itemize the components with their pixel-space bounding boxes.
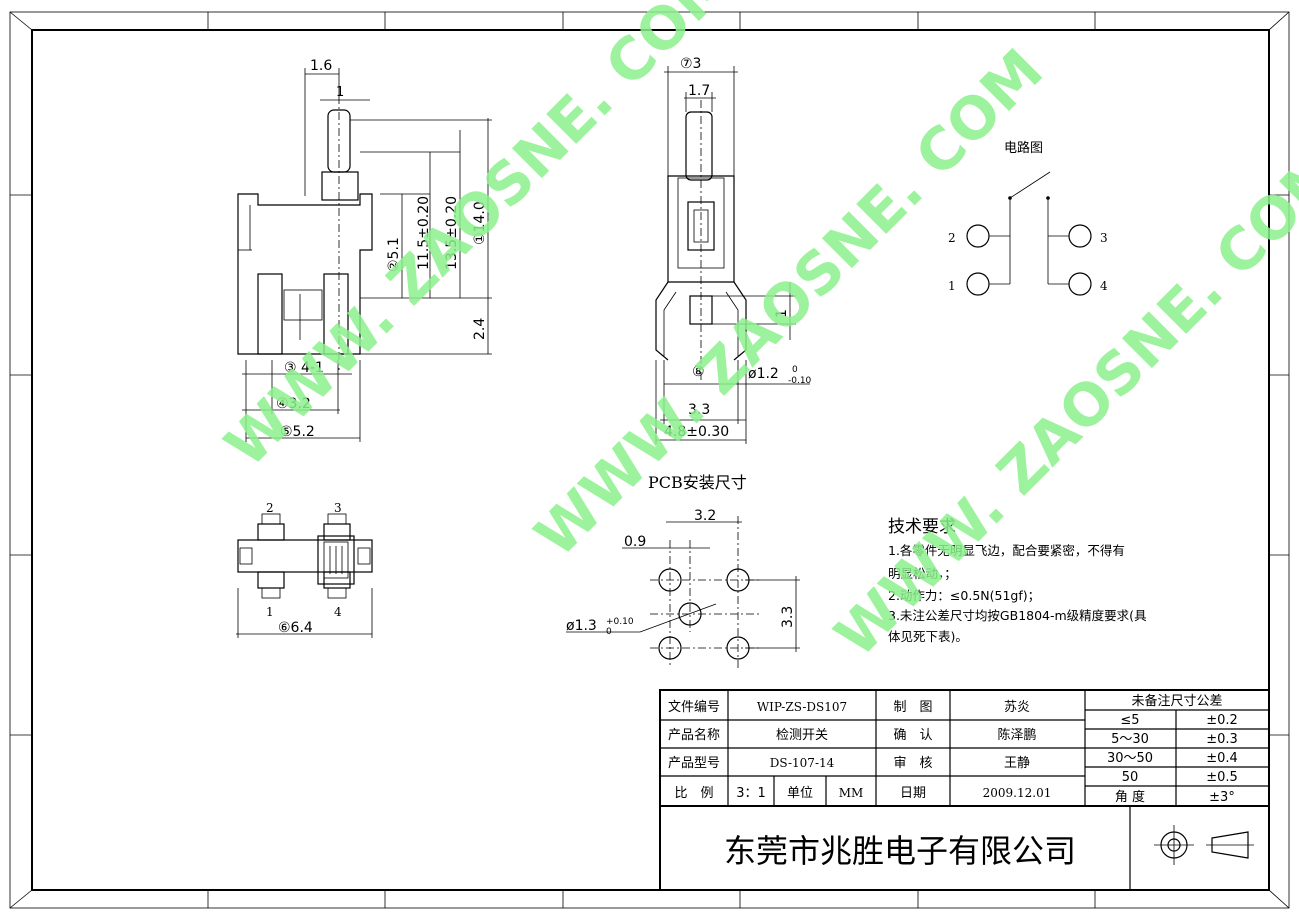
tol-range: 30～50 [1107, 751, 1153, 766]
tb-scale-value: 3：1 [736, 786, 766, 801]
circuit-diagram [966, 171, 1092, 296]
requirement-line: 体见死下表)。 [888, 629, 968, 644]
inner-frame [31, 29, 1270, 891]
tb-date-value: 2009.12.01 [983, 786, 1052, 800]
pcb-title: PCB安装尺寸 [648, 473, 747, 492]
dim-3-2: ④3.2 [276, 396, 311, 412]
dim-4-8: 4.8±0.30 [664, 424, 729, 440]
bottom-view [236, 513, 373, 638]
pcb-hole-lower: 0 [606, 627, 612, 637]
tb-drawn-label: 制 图 [893, 700, 932, 715]
tb-unit-value: MM [839, 786, 864, 800]
circuit-node-4: 4 [1100, 279, 1108, 293]
pcb-dim-3-3: 3.3 [780, 606, 796, 628]
dim-1-6: 1.6 [310, 58, 332, 74]
requirement-line: 明显松动，； [888, 566, 957, 581]
dim-14-0: ①14.0 [472, 201, 488, 245]
tb-review-value: 王静 [1004, 756, 1030, 771]
pcb-dim-0-9: 0.9 [624, 534, 646, 550]
projection-symbol-icon [1154, 825, 1254, 865]
tol-range: 50 [1122, 770, 1139, 785]
company-name: 东莞市兆胜电子有限公司 [724, 832, 1076, 870]
circuit-title: 电路图 [1004, 140, 1043, 156]
tb-confirm-label: 确 认 [893, 728, 932, 743]
outer-frame [9, 11, 1290, 909]
tolerance-title: 未备注尺寸公差 [1131, 693, 1222, 709]
requirement-line: 1.各零件无明显飞边，配合要紧密，不得有 [888, 543, 1125, 558]
tol-range: 5～30 [1111, 732, 1149, 747]
pin-label-1: 1 [266, 605, 274, 619]
tb-model-value: DS-107-14 [770, 756, 835, 770]
dim-5-2: ⑤5.2 [280, 424, 315, 440]
requirements-title: 技术要求 [888, 517, 956, 537]
tol-value: ±0.5 [1206, 770, 1238, 785]
tb-file-no-value: WIP-ZS-DS107 [757, 700, 847, 714]
tb-file-no-label: 文件编号 [668, 700, 720, 715]
tol-range: 角 度 [1115, 789, 1145, 805]
dim-dia-1-2-lower: -0.10 [788, 376, 812, 386]
tb-product-name-label: 产品名称 [668, 727, 720, 743]
requirement-line: 3.未注公差尺寸均按GB1804-m级精度要求(具 [888, 608, 1147, 623]
title-block [659, 689, 1270, 891]
dim-11-5: 11.5±0.20 [416, 196, 432, 270]
tb-confirm-value: 陈泽鹏 [997, 727, 1036, 743]
circuit-node-2: 2 [948, 231, 956, 245]
front-view [655, 66, 810, 444]
side-view [237, 68, 492, 442]
dim-4-1: ③ 4-1 [284, 360, 324, 376]
dim-1-front: 1 [774, 309, 790, 318]
dim-1: 1 [336, 85, 344, 100]
tb-product-name-value: 检测开关 [776, 728, 828, 743]
dim-dia-1-2: ø1.2 [748, 366, 779, 382]
dim-3-3: 3.3 [688, 402, 710, 418]
tol-value: ±0.4 [1206, 751, 1238, 766]
tol-value: ±3° [1209, 790, 1235, 805]
dim-2-4: 2.4 [472, 318, 488, 340]
dim-13-5: 13.5±0.20 [444, 196, 460, 270]
tb-unit-label: 单位 [787, 786, 813, 801]
tb-date-label: 日期 [900, 786, 926, 801]
tol-value: ±0.3 [1206, 732, 1238, 747]
dim-5-1: ②5.1 [386, 237, 402, 272]
requirement-line: 2.动作力：≤0.5N(51gf)； [888, 588, 1040, 603]
circuit-node-1: 1 [948, 279, 956, 293]
pin-label-3: 3 [334, 501, 342, 515]
dim-3: ⑦3 [680, 56, 701, 72]
pcb-dim-3-2: 3.2 [694, 508, 716, 524]
tb-scale-label: 比 例 [674, 786, 713, 801]
dim-1-7: 1.7 [688, 83, 710, 99]
dim-6-4: ⑥6.4 [278, 620, 313, 636]
tb-drawn-value: 苏炎 [1004, 699, 1030, 715]
dim-dia-1-2-upper: 0 [792, 365, 798, 375]
tol-range: ≤5 [1120, 713, 1139, 728]
tb-model-label: 产品型号 [668, 756, 720, 771]
pin-label-4: 4 [334, 605, 342, 619]
tol-value: ±0.2 [1206, 713, 1238, 728]
pcb-layout [566, 516, 800, 668]
pin-label-2: 2 [266, 501, 274, 515]
circuit-node-3: 3 [1100, 231, 1108, 245]
pcb-hole-upper: +0.10 [606, 617, 634, 627]
tb-review-label: 审 核 [893, 756, 932, 771]
dim-8: ⑧ [692, 364, 705, 380]
pcb-hole-dia: ø1.3 [566, 618, 597, 634]
